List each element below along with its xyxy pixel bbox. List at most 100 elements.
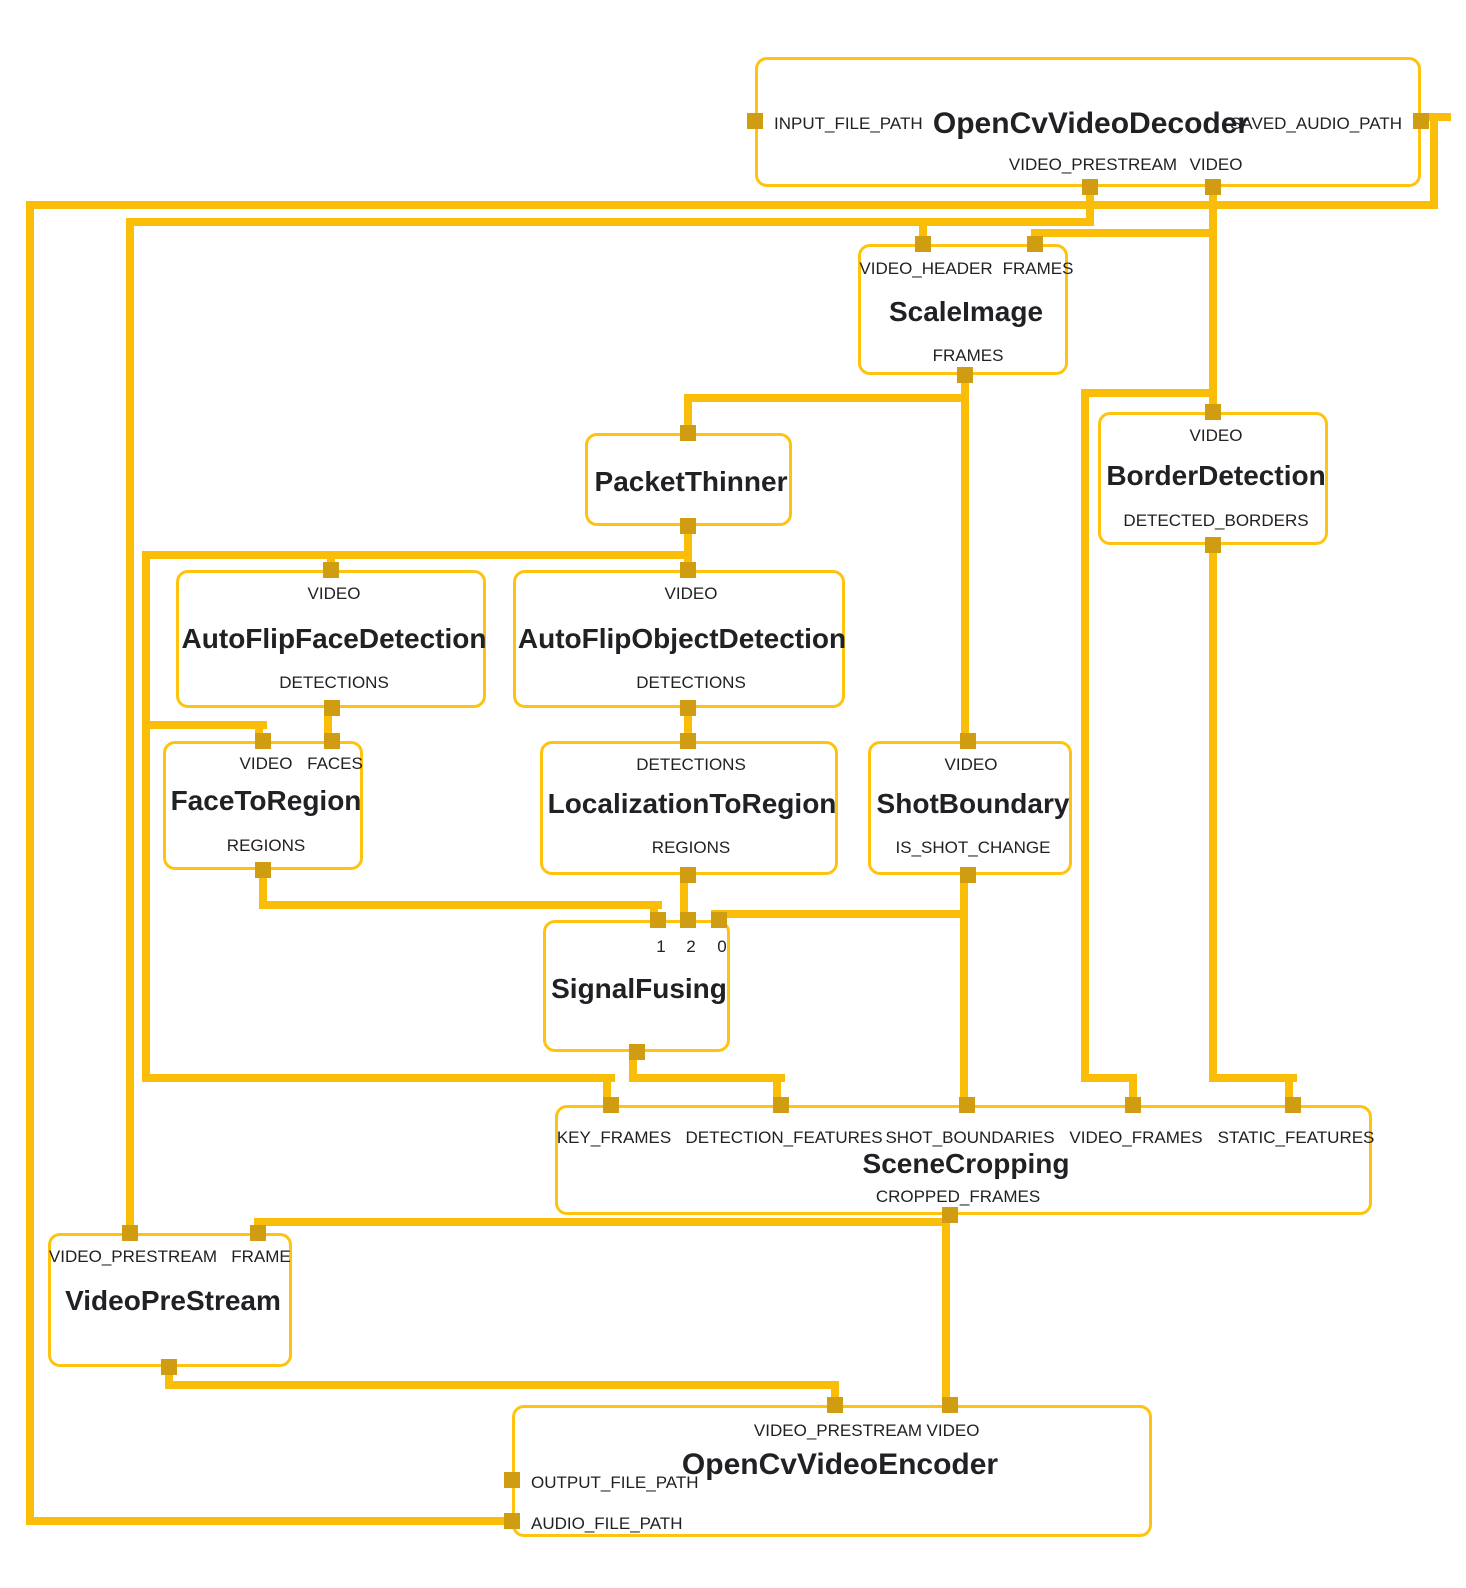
node-auto-flip-object-detection[interactable]: VIDEO AutoFlipObjectDetection DETECTIONS (513, 570, 847, 708)
wire-video-raw-branch-column (1081, 389, 1089, 1082)
port-scale-frames-in (1027, 236, 1043, 252)
port-fusing-2 (680, 912, 696, 928)
node-title-opencv-video-encoder: OpenCvVideoEncoder (681, 1448, 999, 1481)
port-decoder-video-prestream (1082, 179, 1098, 195)
port-encoder-video (942, 1397, 958, 1413)
port-label-detection-features: DETECTION_FEATURES (685, 1128, 883, 1147)
port-label-border-video: VIDEO (1189, 426, 1243, 445)
wire-fused-drop (629, 1052, 637, 1082)
node-packet-thinner[interactable]: PacketThinner (585, 433, 792, 526)
port-face-detection-video (323, 562, 339, 578)
node-title-localization-to-region: LocalizationToRegion (547, 788, 837, 819)
node-title-border-detection: BorderDetection (1106, 460, 1326, 491)
port-object-detection-detections (680, 700, 696, 716)
wire-object-detections (684, 708, 692, 745)
node-opencv-video-encoder[interactable]: VIDEO_PRESTREAM VIDEO OpenCvVideoEncoder… (512, 1405, 1152, 1537)
port-label-encoder-video: VIDEO (926, 1421, 980, 1440)
port-thinner-out (680, 518, 696, 534)
port-label-face-detections: DETECTIONS (279, 673, 389, 692)
port-face-region-faces (324, 733, 340, 749)
wire-face-regions-drop (259, 870, 267, 909)
node-opencv-video-decoder[interactable]: INPUT_FILE_PATH OpenCvVideoDecoder SAVED… (755, 57, 1421, 187)
port-shot-video (960, 733, 976, 749)
node-title-scene-cropping: SceneCropping (862, 1148, 1070, 1179)
wire-borders-row (1209, 1074, 1297, 1082)
wire-shot-change-column (960, 875, 968, 1109)
port-localization-regions (680, 867, 696, 883)
port-scene-cropped-frames (942, 1207, 958, 1223)
port-label-decoder-video: VIDEO (1189, 155, 1243, 174)
port-label-cropped-frames: CROPPED_FRAMES (875, 1187, 1041, 1206)
port-decoder-saved-audio-path (1413, 113, 1429, 129)
wire-saved-audio-to-encoder (26, 1517, 516, 1525)
wire-cropped-column (942, 1215, 950, 1409)
port-label-prestream-in: VIDEO_PRESTREAM (48, 1247, 218, 1266)
port-shot-is-shot-change (960, 867, 976, 883)
wire-key-frames-row (142, 1074, 615, 1082)
port-label-key-frames: KEY_FRAMES (556, 1128, 672, 1147)
node-title-packet-thinner: PacketThinner (594, 466, 788, 497)
node-title-face-to-region: FaceToRegion (170, 785, 362, 816)
port-label-shot-video: VIDEO (944, 755, 998, 774)
wire-saved-audio-left-column (26, 201, 34, 1525)
node-title-shot-boundary: ShotBoundary (876, 788, 1070, 819)
wire-key-frames-drop (603, 1074, 611, 1109)
node-title-auto-flip-face-detection: AutoFlipFaceDetection (181, 623, 487, 654)
port-prestream-frame (250, 1225, 266, 1241)
wire-video-frames-drop (1129, 1074, 1137, 1109)
port-scene-detection-features (773, 1097, 789, 1113)
port-scale-frames-out (957, 367, 973, 383)
port-label-fusing-2: 2 (686, 937, 696, 956)
wire-scaled-frames-row (684, 394, 969, 402)
wire-video-raw-branch-row (1081, 389, 1217, 397)
port-scene-shot-boundaries (959, 1097, 975, 1113)
port-label-output-file-path: OUTPUT_FILE_PATH (531, 1473, 699, 1492)
node-localization-to-region[interactable]: DETECTIONS LocalizationToRegion REGIONS (540, 741, 838, 875)
node-signal-fusing[interactable]: 1 2 0 SignalFusing (543, 920, 730, 1052)
wire-thinned-to-face-region-row (142, 721, 267, 729)
node-face-to-region[interactable]: VIDEO FACES FaceToRegion REGIONS (163, 741, 363, 870)
node-border-detection[interactable]: VIDEO BorderDetection DETECTED_BORDERS (1098, 412, 1328, 545)
wire-prestream-left-column (126, 218, 134, 1237)
port-label-is-shot-change: IS_SHOT_CHANGE (895, 838, 1051, 857)
port-scale-video-header (915, 236, 931, 252)
wire-prestream-to-video-header (919, 218, 927, 248)
wire-new-header-row (165, 1381, 839, 1389)
port-face-region-video (255, 733, 271, 749)
port-decoder-input-file-path (747, 113, 763, 129)
wire-new-header-to-encoder (831, 1381, 839, 1409)
node-scale-image[interactable]: VIDEO_HEADER FRAMES ScaleImage FRAMES (858, 244, 1073, 375)
node-scene-cropping[interactable]: KEY_FRAMES DETECTION_FEATURES SHOT_BOUND… (555, 1105, 1374, 1215)
port-label-frame-in: FRAME (231, 1247, 291, 1266)
port-label-scale-frames-out: FRAMES (932, 346, 1004, 365)
wire-fused-row (629, 1074, 785, 1082)
port-face-region-regions (255, 862, 271, 878)
port-localization-detections (680, 733, 696, 749)
port-label-input-file-path: INPUT_FILE_PATH (774, 114, 923, 133)
node-shot-boundary[interactable]: VIDEO ShotBoundary IS_SHOT_CHANGE (868, 741, 1072, 875)
port-label-video-frames: VIDEO_FRAMES (1069, 1128, 1203, 1147)
wire-object-regions-to-port2 (680, 875, 688, 924)
port-scene-video-frames (1125, 1097, 1141, 1113)
wire-face-detections (324, 708, 332, 745)
port-label-object-detection-video: VIDEO (664, 584, 718, 603)
node-title-video-pre-stream: VideoPreStream (65, 1285, 281, 1316)
port-fusing-0 (711, 912, 727, 928)
wire-borders-column (1209, 545, 1217, 1082)
port-label-detected-borders: DETECTED_BORDERS (1123, 511, 1309, 530)
node-title-scale-image: ScaleImage (888, 296, 1044, 327)
port-border-video (1205, 404, 1221, 420)
wire-saved-audio-drop (1430, 113, 1438, 209)
port-prestream-video-prestream (122, 1225, 138, 1241)
node-title-auto-flip-object-detection: AutoFlipObjectDetection (517, 623, 847, 654)
node-video-pre-stream[interactable]: VIDEO_PRESTREAM FRAME VideoPreStream (48, 1233, 292, 1367)
wire-saved-audio-row (26, 201, 1438, 209)
port-encoder-audio-file-path (504, 1513, 520, 1529)
port-label-decoder-video-prestream: VIDEO_PRESTREAM (1008, 155, 1178, 174)
port-scene-key-frames (603, 1097, 619, 1113)
wire-scaled-frames-column (961, 375, 969, 745)
port-object-detection-video (680, 562, 696, 578)
port-encoder-output-file-path (504, 1472, 520, 1488)
port-label-faces: FACES (307, 754, 363, 773)
node-auto-flip-face-detection[interactable]: VIDEO AutoFlipFaceDetection DETECTIONS (176, 570, 486, 708)
